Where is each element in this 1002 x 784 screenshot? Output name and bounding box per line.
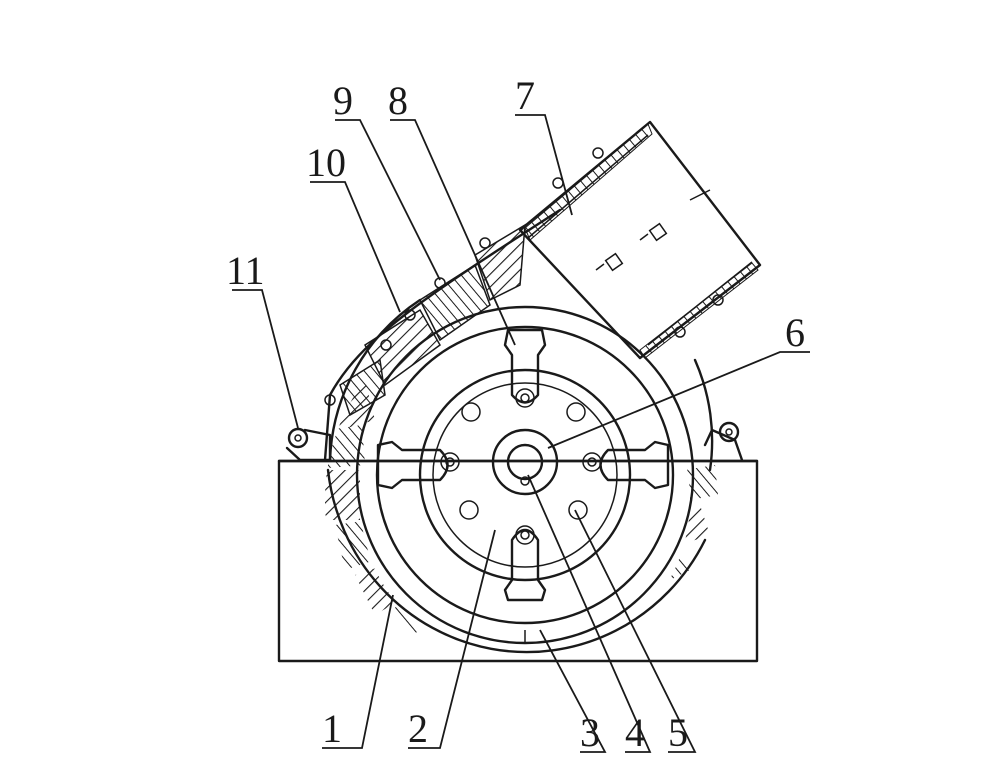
callout-6: 6 (785, 310, 805, 355)
liner-plates (325, 380, 718, 635)
callout-11: 11 (226, 248, 265, 293)
disc-holes (459, 402, 588, 520)
callout-labels: 1 2 3 4 5 6 7 8 9 10 11 (226, 73, 805, 755)
callout-1: 1 (322, 706, 342, 751)
callout-9: 9 (333, 78, 353, 123)
callout-7: 7 (515, 73, 535, 118)
callout-3: 3 (580, 710, 600, 755)
callout-8: 8 (388, 78, 408, 123)
leader-lines (232, 114, 810, 753)
housing (323, 208, 714, 654)
callout-4: 4 (625, 710, 645, 755)
callout-5: 5 (668, 710, 688, 755)
callout-10: 10 (306, 140, 346, 185)
callout-2: 2 (408, 706, 428, 751)
hammers (376, 328, 670, 602)
hinges (285, 394, 744, 462)
shaft (491, 428, 559, 496)
